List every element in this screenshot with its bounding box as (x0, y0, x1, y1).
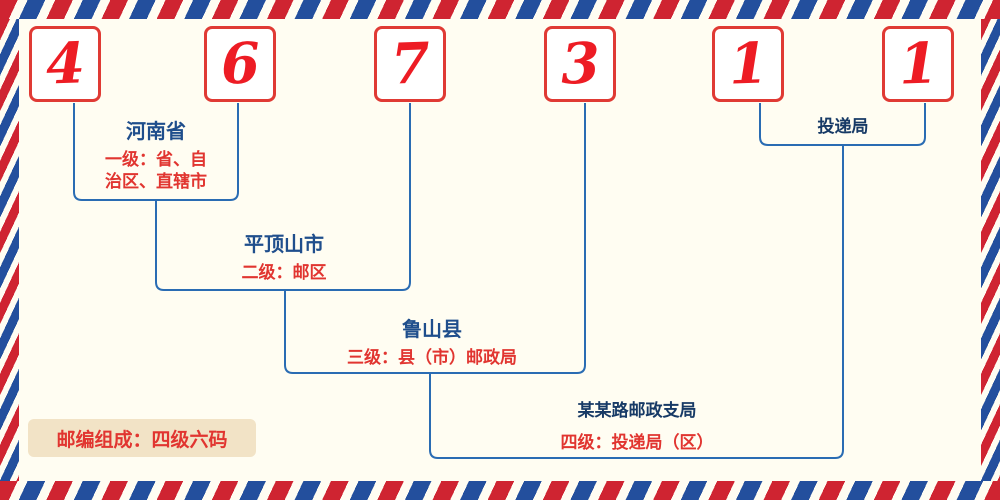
airmail-border-top (0, 0, 1000, 19)
digit-6: 1 (897, 30, 939, 98)
digit-box-3: 7 (374, 26, 446, 102)
postal-note-text: 邮编组成：四级六码 (56, 428, 228, 451)
digit-box-5: 1 (712, 26, 784, 102)
level1-place: 河南省 (126, 119, 186, 143)
level1-desc-line1: 一级：省、自 (105, 150, 207, 170)
level2-desc: 二级：邮区 (241, 263, 327, 283)
digit-3: 7 (389, 30, 431, 98)
postal-note-badge: 邮编组成：四级六码 (28, 419, 256, 457)
level1-desc-line2: 治区、直辖市 (105, 172, 207, 192)
level4-desc: 四级：投递局（区） (560, 433, 714, 453)
digit-1: 4 (44, 30, 86, 98)
digit-box-6: 1 (882, 26, 954, 102)
level2-place: 平顶山市 (244, 232, 324, 256)
digit-box-4: 3 (544, 26, 616, 102)
digit-box-2: 6 (204, 26, 276, 102)
digit-2: 6 (219, 30, 261, 98)
digit-5: 1 (727, 30, 769, 98)
digit-4: 3 (559, 30, 601, 98)
airmail-border-right (981, 19, 1000, 481)
level3-desc: 三级：县（市）邮政局 (347, 348, 517, 368)
airmail-border-left (0, 19, 19, 481)
level4-place: 某某路邮政支局 (577, 401, 697, 421)
delivery-place: 投递局 (817, 117, 869, 137)
digit-box-1: 4 (29, 26, 101, 102)
airmail-border-bottom (0, 481, 1000, 500)
level3-place: 鲁山县 (402, 317, 462, 341)
